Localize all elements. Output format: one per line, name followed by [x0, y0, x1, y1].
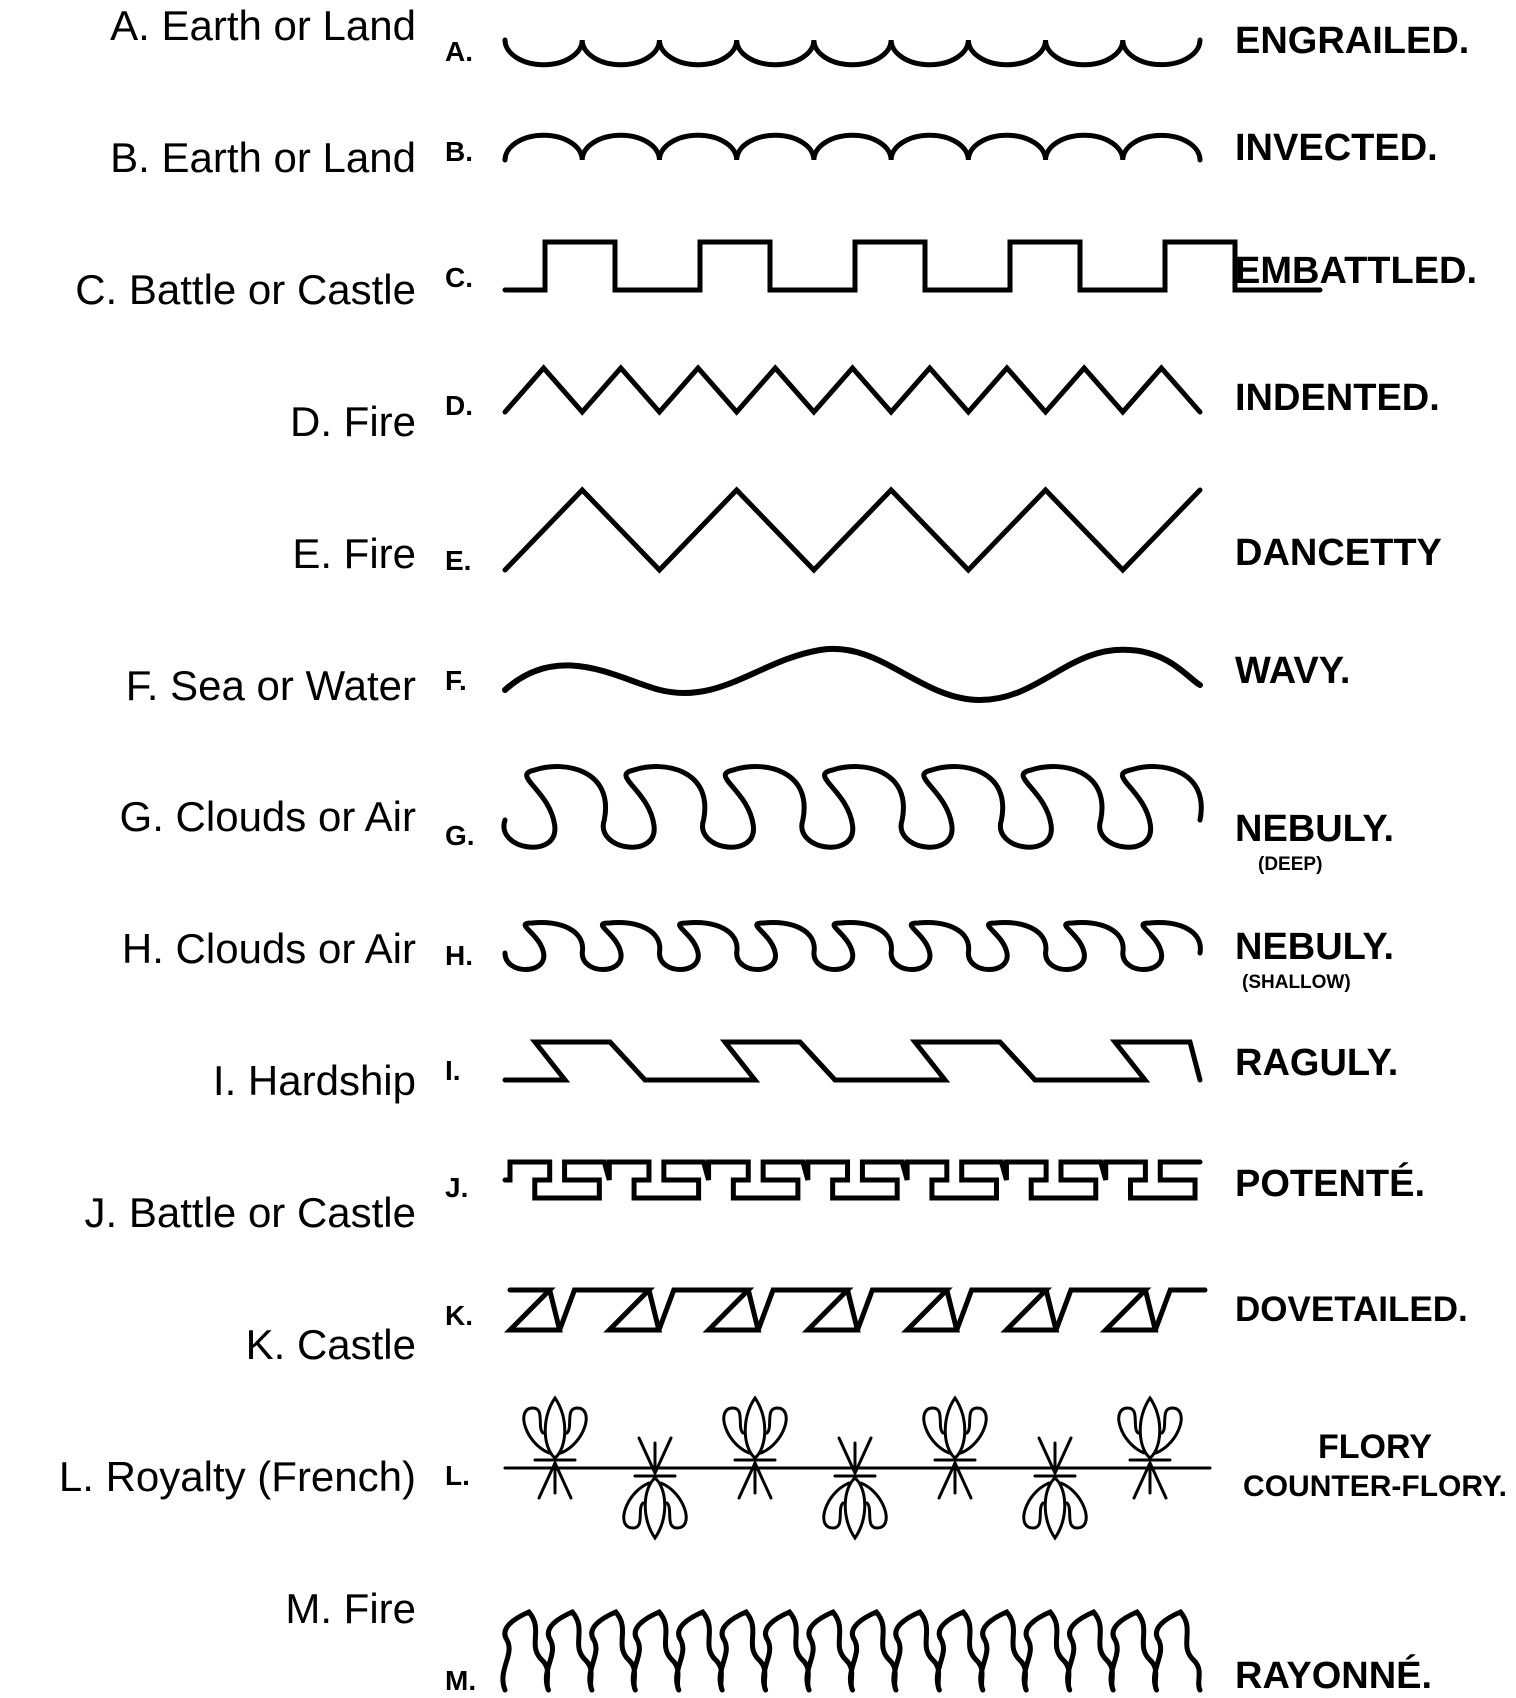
dovetailed-line — [510, 1290, 1205, 1330]
fleur-de-lis — [924, 1398, 986, 1498]
fleur-de-lis — [724, 1398, 786, 1498]
fleur-de-lis — [1119, 1398, 1181, 1498]
fleur-de-lis — [624, 1438, 686, 1538]
nebuly-shallow-line — [505, 922, 1200, 969]
raguly-line — [505, 1042, 1200, 1080]
indented-line — [505, 368, 1200, 412]
fleur-de-lis — [824, 1438, 886, 1538]
fleur-de-lis — [1024, 1438, 1086, 1538]
dancetty-line — [505, 490, 1200, 570]
invected-line — [505, 135, 1200, 160]
nebuly-deep-line — [504, 767, 1201, 848]
rayonne-line — [503, 1612, 1200, 1690]
wavy-line — [505, 649, 1200, 700]
fleur-de-lis — [524, 1398, 586, 1498]
potente-line — [505, 1162, 1200, 1198]
embattled-line — [505, 242, 1320, 290]
engrailed-line — [505, 40, 1200, 65]
